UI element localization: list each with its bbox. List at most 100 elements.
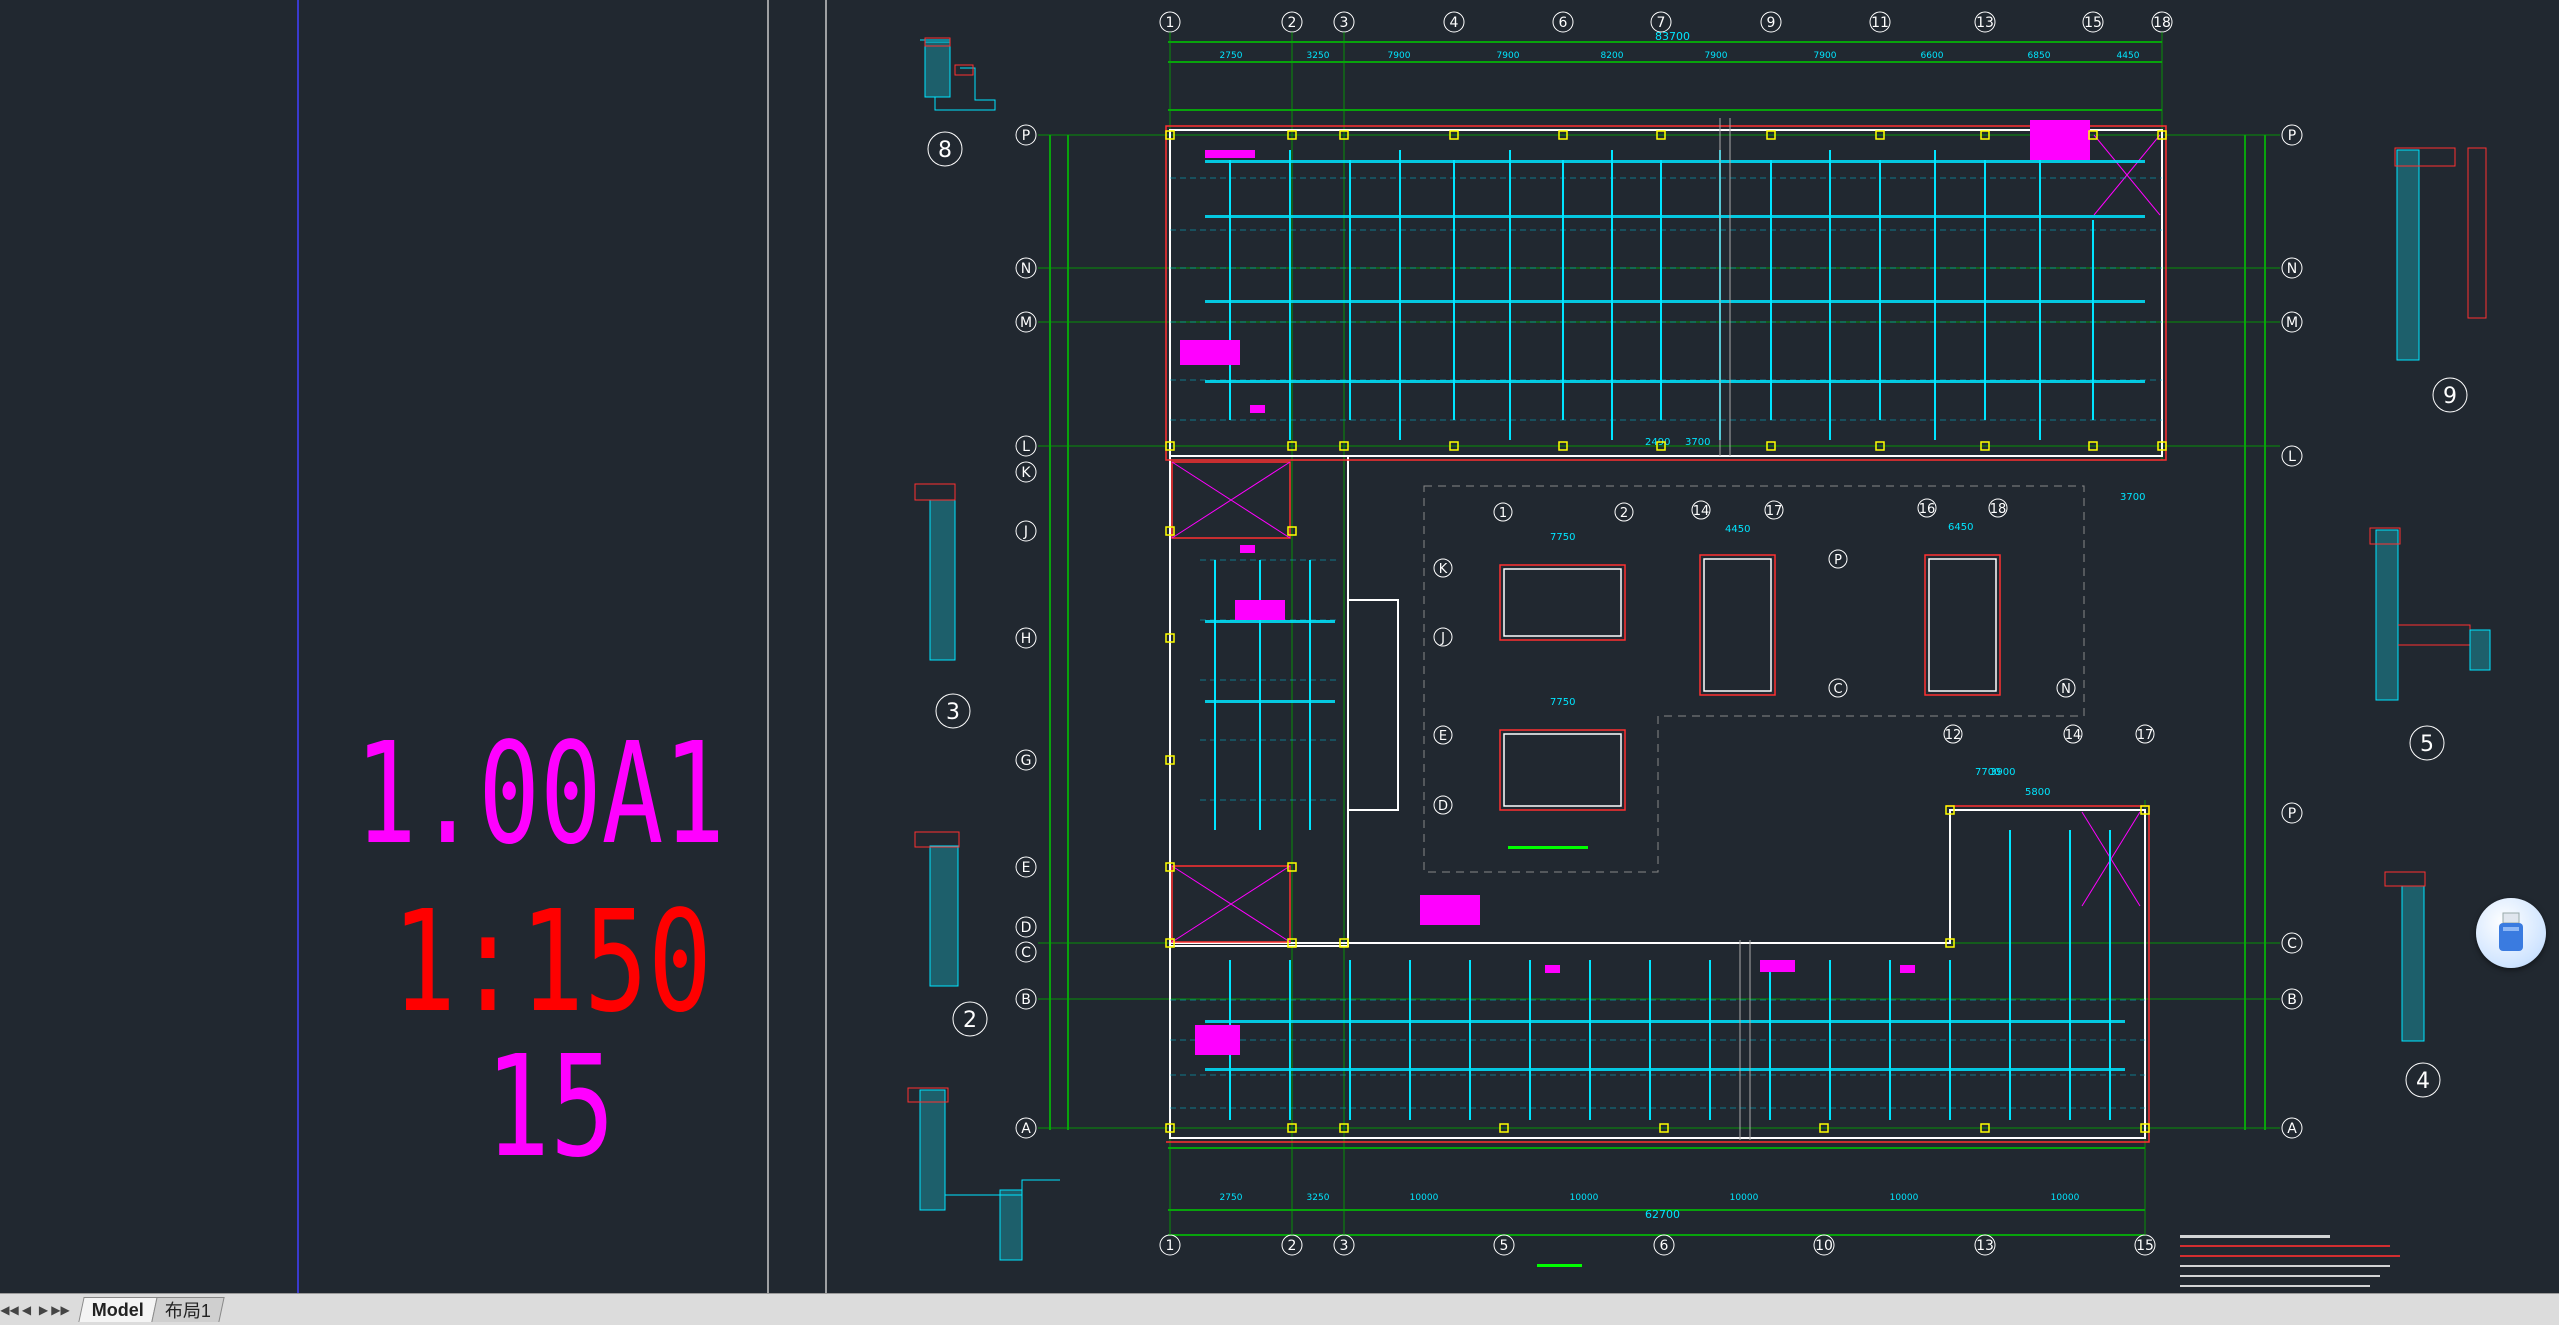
axis-marker-9: 9	[1760, 11, 1782, 33]
notes-block	[2180, 1235, 2400, 1287]
scale-bar-inner	[1508, 846, 1588, 849]
inner-marker-J: J	[1433, 627, 1453, 647]
usb-drive-floating-button[interactable]	[2476, 898, 2546, 968]
svg-text:P: P	[1834, 553, 1842, 568]
section-details-left	[907, 37, 1060, 1261]
inner-marker-P: P	[1828, 549, 1848, 569]
drawing-canvas[interactable]: 1.00A1 1:150 15 83700 62700 1 2 3 4 6 7 …	[0, 0, 2559, 1293]
inner-marker-14b: 14	[2063, 724, 2083, 744]
svg-text:4: 4	[1450, 15, 1459, 31]
prev-tab-button[interactable]: ◀	[21, 1302, 32, 1317]
axis-marker-D: D	[1015, 916, 1037, 938]
svg-text:10000: 10000	[1890, 1193, 1919, 1203]
axis-marker-rN: N	[2281, 257, 2303, 279]
svg-text:3250: 3250	[1307, 1193, 1330, 1203]
svg-text:17: 17	[1766, 504, 1783, 519]
svg-text:B: B	[2287, 992, 2297, 1008]
first-tab-button[interactable]: ◀◀	[0, 1302, 19, 1317]
axis-marker-11: 11	[1869, 11, 1891, 33]
left-axis-markers: P N M L K J H G E D C B A	[1015, 124, 1037, 1139]
svg-text:K: K	[1439, 562, 1448, 577]
svg-text:7700: 7700	[1975, 767, 2000, 778]
sheet-code-text: 1.00A1	[355, 713, 725, 876]
building-walls	[1169, 129, 2163, 1139]
svg-text:5800: 5800	[2025, 787, 2050, 798]
detail-callout-2: 2	[952, 1001, 988, 1037]
svg-text:C: C	[1833, 682, 1842, 697]
top-dimension-lines	[1049, 41, 2266, 1236]
inner-axis-markers: K J E D 1 2 14 17 16 18 P C N 12 14 17	[1433, 498, 2155, 815]
detail-callout-4: 4	[2405, 1062, 2441, 1098]
layout-tab-bar: ◀◀ ◀ ▶ ▶▶ Model 布局1	[0, 1293, 2559, 1325]
tab-model[interactable]: Model	[78, 1297, 158, 1322]
axis-marker-b10: 10	[1813, 1234, 1835, 1256]
svg-text:4450: 4450	[1725, 524, 1750, 535]
axis-marker-C: C	[1015, 941, 1037, 963]
inner-marker-N: N	[2056, 678, 2076, 698]
columns	[1165, 130, 2167, 1133]
detail-callouts: 8 3 2 9 5 4	[927, 131, 2468, 1098]
axis-marker-rP: P	[2281, 124, 2303, 146]
svg-text:6850: 6850	[2028, 51, 2051, 61]
tab-model-label: Model	[91, 1299, 144, 1320]
axis-marker-E: E	[1015, 856, 1037, 878]
svg-text:M: M	[2286, 315, 2298, 331]
svg-text:H: H	[1021, 631, 1032, 647]
svg-text:3250: 3250	[1307, 51, 1330, 61]
svg-text:13: 13	[1976, 15, 1994, 31]
axis-marker-rC: C	[2281, 932, 2303, 954]
svg-text:K: K	[1021, 465, 1031, 481]
svg-text:B: B	[1021, 992, 1031, 1008]
svg-text:N: N	[2287, 261, 2297, 277]
expansion-joints	[1719, 118, 1751, 1140]
axis-marker-4: 4	[1443, 11, 1465, 33]
courtyard-outline	[1423, 485, 2085, 873]
inner-marker-16: 16	[1917, 498, 1937, 518]
inner-marker-K: K	[1433, 558, 1453, 578]
svg-text:L: L	[1022, 439, 1030, 455]
svg-text:18: 18	[2153, 15, 2171, 31]
axis-marker-B: B	[1015, 988, 1037, 1010]
svg-text:15: 15	[2136, 1238, 2154, 1254]
svg-text:P: P	[2288, 128, 2296, 144]
inner-marker-14: 14	[1691, 500, 1711, 520]
axis-marker-G: G	[1015, 749, 1037, 771]
svg-text:13: 13	[1976, 1238, 1994, 1254]
svg-text:P: P	[2288, 806, 2296, 822]
svg-text:7900: 7900	[1497, 51, 1520, 61]
svg-text:3: 3	[1340, 15, 1349, 31]
last-tab-button[interactable]: ▶▶	[51, 1302, 70, 1317]
axis-marker-b5: 5	[1493, 1234, 1515, 1256]
svg-text:3700: 3700	[1685, 437, 1710, 448]
inner-marker-17b: 17	[2135, 724, 2155, 744]
svg-text:2750: 2750	[1220, 51, 1243, 61]
axis-marker-N: N	[1015, 257, 1037, 279]
axis-marker-b15: 15	[2134, 1234, 2156, 1256]
axis-marker-L: L	[1015, 435, 1037, 457]
tab-layout1[interactable]: 布局1	[151, 1297, 225, 1322]
axis-marker-P: P	[1015, 124, 1037, 146]
scale-text: 1:150	[392, 881, 712, 1044]
inner-marker-1: 1	[1493, 502, 1513, 522]
bottom-total-dim: 62700	[1645, 1208, 1680, 1221]
svg-text:A: A	[2287, 1121, 2297, 1137]
svg-text:6: 6	[1559, 15, 1568, 31]
svg-text:2: 2	[963, 1008, 977, 1033]
bottom-dim-texts: 2750 3250 10000 10000 10000 10000 10000	[1220, 1193, 2080, 1203]
svg-text:P: P	[1022, 128, 1030, 144]
next-tab-button[interactable]: ▶	[38, 1302, 49, 1317]
axis-marker-b13: 13	[1974, 1234, 1996, 1256]
inner-marker-D: D	[1433, 795, 1453, 815]
svg-text:9: 9	[2443, 384, 2457, 409]
svg-text:E: E	[1439, 729, 1447, 744]
detail-callout-3: 3	[935, 693, 971, 729]
svg-text:J: J	[1440, 631, 1445, 646]
svg-text:2: 2	[1288, 1238, 1297, 1254]
svg-text:N: N	[2061, 682, 2071, 697]
top-dim-texts: 2750 3250 7900 7900 8200 7900 7900 6600 …	[1220, 51, 2140, 61]
svg-text:16: 16	[1919, 502, 1936, 517]
inner-marker-18: 18	[1988, 498, 2008, 518]
usb-drive-icon	[2499, 912, 2523, 951]
svg-text:12: 12	[1945, 728, 1962, 743]
svg-text:1: 1	[1499, 506, 1507, 521]
